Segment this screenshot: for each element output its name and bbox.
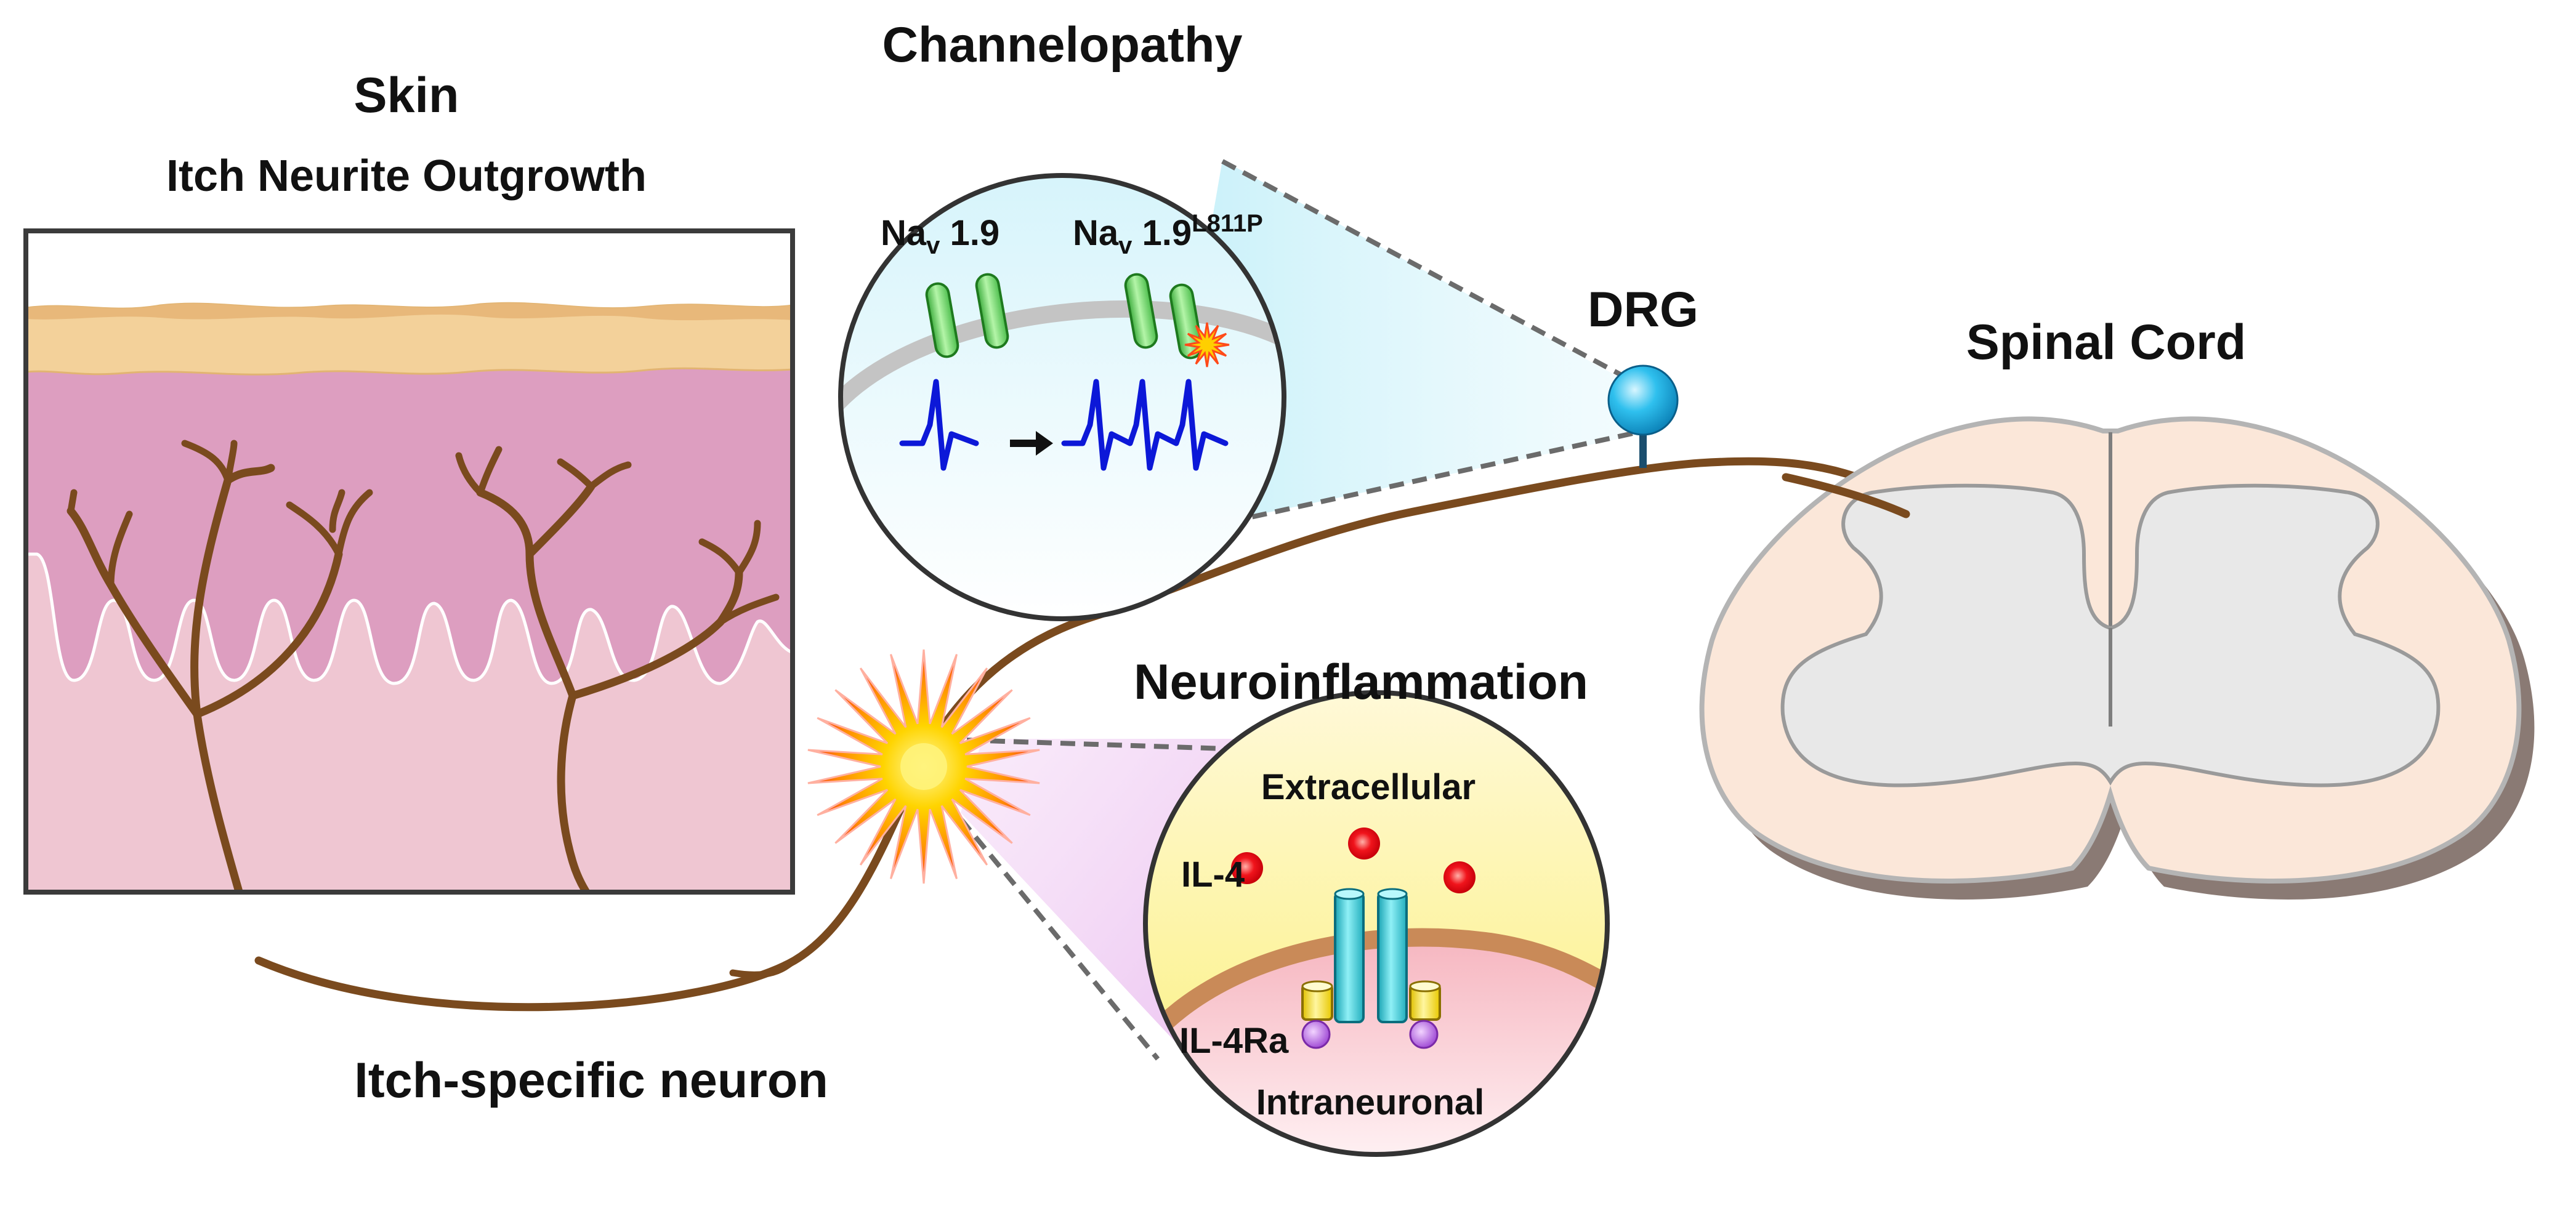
il4ra-receptor	[1301, 888, 1441, 1049]
neuroinflammation-title: Neuroinflammation	[1134, 654, 1588, 710]
nav19-mutant-label: Nav 1.9L811P	[1073, 210, 1263, 259]
spinal-cord-label: Spinal Cord	[1966, 315, 2247, 370]
neuron-membrane	[1145, 928, 1607, 1065]
il4-molecule	[1231, 852, 1263, 884]
cell-membrane	[841, 300, 1284, 413]
skin-title: Skin	[353, 68, 459, 123]
neuroinflammation-inset	[1143, 690, 1610, 1157]
mutation-spark-icon	[1184, 322, 1230, 368]
nav19-channel-wt	[925, 273, 1009, 358]
nav19-channel-mutant	[1124, 273, 1230, 368]
drg-node	[1607, 364, 1679, 468]
stratum-corneum	[26, 302, 793, 376]
action-potential-burst	[1061, 379, 1229, 471]
il4ra-label: IL-4Ra	[1179, 1021, 1289, 1061]
il4-molecule	[1348, 827, 1380, 860]
action-potential-single	[899, 379, 979, 471]
skin-subtitle: Itch Neurite Outgrowth	[166, 151, 647, 201]
drg-cell-body	[1607, 364, 1679, 436]
il4-molecule	[1443, 861, 1476, 893]
epidermis-layer	[26, 309, 793, 685]
spinal-cord	[1699, 416, 2535, 900]
il4-label: IL-4	[1181, 855, 1245, 895]
channelopathy-title: Channelopathy	[882, 17, 1242, 73]
extracellular-label: Extracellular	[1261, 767, 1476, 807]
nav19-label: Nav 1.9	[881, 213, 999, 259]
itch-neuron-label: Itch-specific neuron	[354, 1053, 828, 1108]
drg-label: DRG	[1588, 282, 1698, 337]
channelopathy-inset	[838, 173, 1286, 621]
inflammation-burst	[807, 649, 1040, 884]
intraneuronal-label: Intraneuronal	[1256, 1082, 1485, 1122]
skin-panel	[23, 228, 795, 895]
